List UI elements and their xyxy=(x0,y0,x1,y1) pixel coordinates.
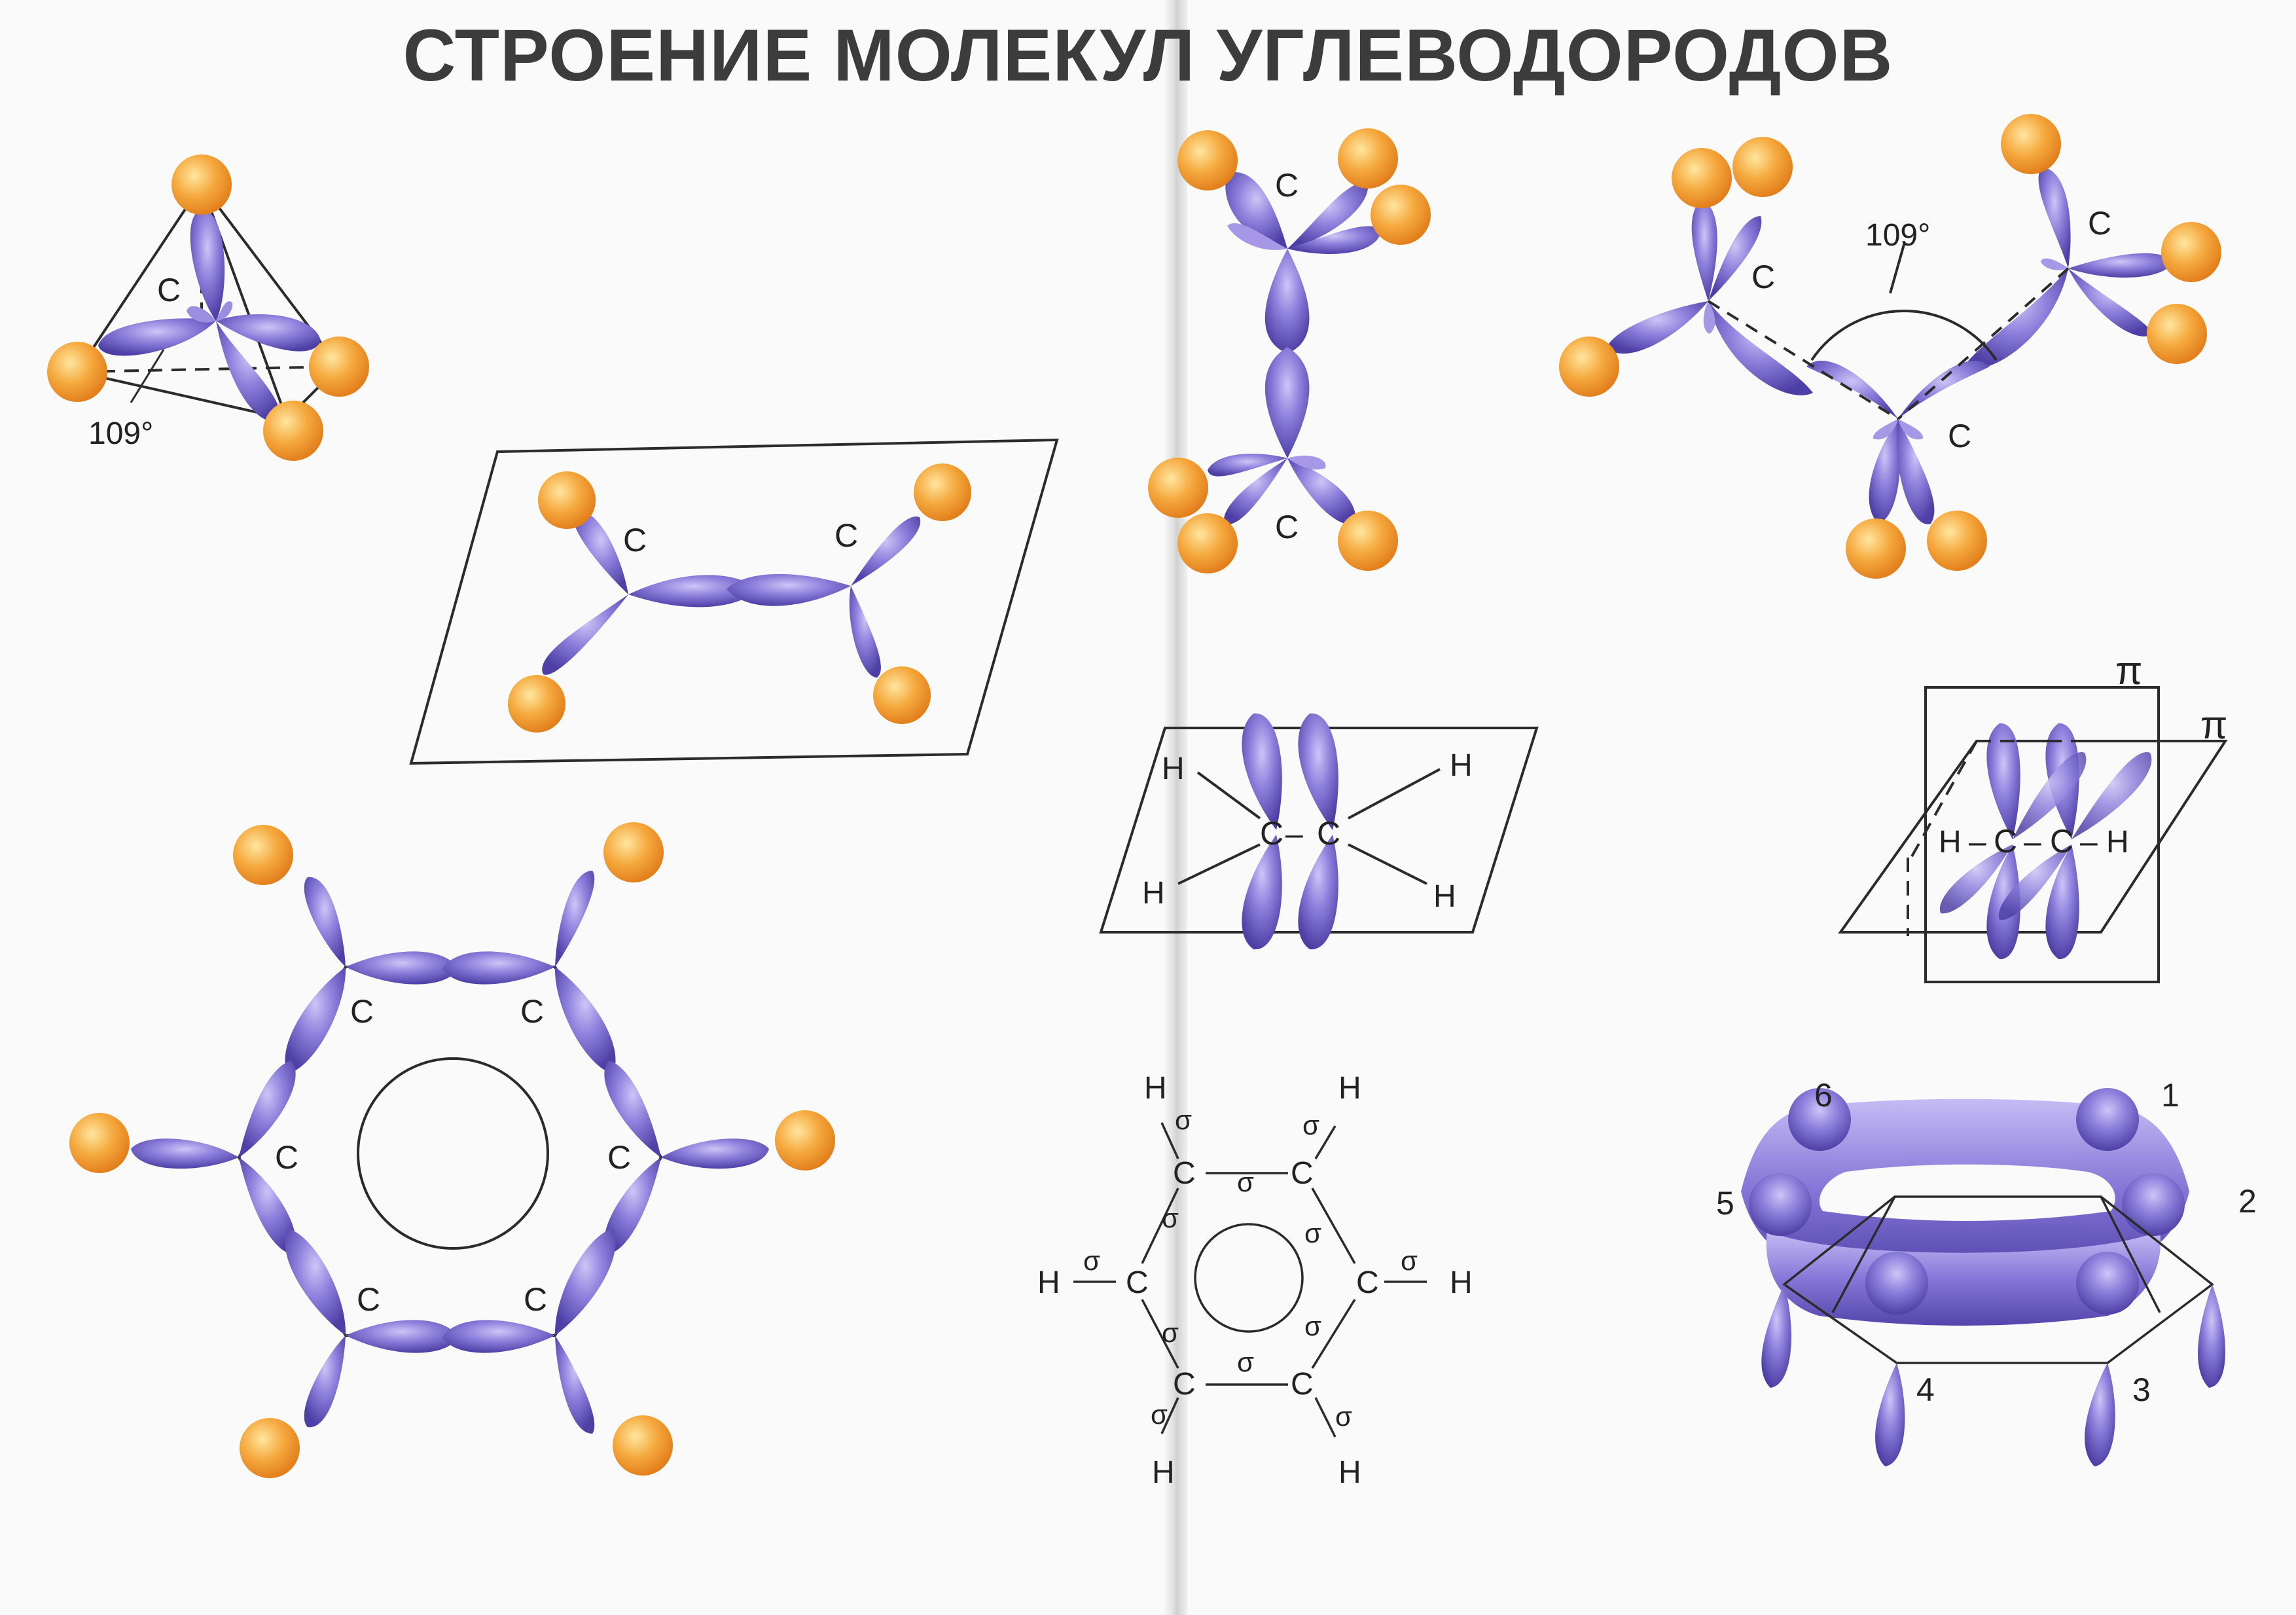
carbon-label-left: C xyxy=(623,522,647,558)
sigma-label: σ xyxy=(1151,1399,1168,1430)
hydrogen-atoms xyxy=(47,154,369,461)
hydrogen-atoms xyxy=(508,463,971,733)
hydrogen-atoms xyxy=(69,822,835,1478)
benzene-pi-cloud-diagram: 1 2 3 4 5 6 xyxy=(1716,1077,2257,1466)
carbon-label-left: C xyxy=(1751,259,1775,295)
hydrogen-atoms xyxy=(1559,114,2221,579)
carbon-label-center: C xyxy=(1948,418,1971,454)
c-label-4: C xyxy=(1291,1367,1314,1402)
ch-orbitals xyxy=(131,871,769,1434)
sigma-label: σ xyxy=(1304,1311,1321,1341)
position-label-3: 3 xyxy=(2132,1371,2151,1408)
c-label-5: C xyxy=(1173,1367,1196,1402)
h-label-bottom-left: H xyxy=(1152,1455,1175,1490)
sigma-label: σ xyxy=(1304,1218,1321,1248)
hydrogen-label-2: H xyxy=(1142,876,1165,911)
pi-cloud-ring xyxy=(1741,1088,2189,1326)
benzene-orbital-diagram: C C C C C C xyxy=(69,822,835,1478)
ethylene-sp2-diagram: C C xyxy=(409,438,1059,765)
pi-orbitals xyxy=(1242,713,1338,950)
sigma-label: σ xyxy=(1401,1245,1418,1276)
carbon-label-right: C xyxy=(1317,815,1340,852)
lower-lobes xyxy=(1761,1284,2225,1466)
skeleton-lines xyxy=(1707,242,2070,420)
ethylene-pi-diagram: H H H H C – C xyxy=(1099,713,1539,950)
c-label-1: C xyxy=(1173,1156,1196,1191)
sigma-label: σ xyxy=(1083,1245,1100,1276)
carbon-label-right: C xyxy=(834,517,858,554)
bond-label: – xyxy=(1285,817,1303,852)
carbon-label: C xyxy=(157,272,181,308)
bond-label-3: – xyxy=(2080,825,2098,860)
hydrogen-label-4: H xyxy=(1433,879,1456,914)
carbon-label-bottom: C xyxy=(1275,509,1299,545)
page-title: СТРОЕНИЕ МОЛЕКУЛ УГЛЕВОДОРОДОВ xyxy=(403,14,1893,96)
c-label-2: C xyxy=(1291,1156,1314,1191)
sp3-orbitals xyxy=(98,208,321,422)
carbon-label-1: C xyxy=(350,993,374,1030)
sigma-label: σ xyxy=(1237,1347,1254,1377)
ring-orbitals xyxy=(239,951,661,1353)
h-label-right: H xyxy=(1450,1265,1473,1300)
vertical-plane xyxy=(1924,686,2160,983)
carbon-label-left: C xyxy=(1260,815,1283,852)
hydrogen-atoms xyxy=(1148,128,1431,573)
sp3-orbitals xyxy=(1208,172,1381,525)
sp2-orbitals xyxy=(542,510,921,678)
carbon-label-2: C xyxy=(520,993,544,1030)
c-label-3: C xyxy=(1356,1265,1379,1300)
sigma-label: σ xyxy=(1335,1401,1352,1432)
ethane-diagram: C C xyxy=(1148,128,1431,573)
c-label-6: C xyxy=(1126,1265,1149,1300)
hydrogen-label-1: H xyxy=(1162,752,1185,786)
ring-bonds xyxy=(1073,1122,1427,1438)
position-label-1: 1 xyxy=(2161,1077,2179,1114)
position-label-6: 6 xyxy=(1814,1077,1833,1114)
sigma-labels: σ σ σ σ σ σ σ σ σ σ σ σ xyxy=(1083,1104,1418,1432)
benzene-sigma-diagram: H H H H H H C C C C C C σ σ σ σ σ σ σ σ … xyxy=(1037,1071,1473,1490)
pi-label-horizontal: π xyxy=(2200,703,2227,747)
h-label-top-right: H xyxy=(1338,1071,1361,1106)
h-label-bottom-right: H xyxy=(1338,1455,1361,1490)
h-label-left: H xyxy=(1037,1265,1060,1300)
pi-orbitals xyxy=(1939,723,2152,960)
sigma-label: σ xyxy=(1237,1167,1254,1197)
aromatic-ring xyxy=(1194,1223,1304,1333)
aromatic-ring xyxy=(357,1057,549,1250)
h-label-top-left: H xyxy=(1144,1071,1167,1106)
carbon-label-3: C xyxy=(275,1139,298,1176)
carbon-label-left: C xyxy=(1994,823,2017,860)
hydrogen-label-3: H xyxy=(1450,748,1473,783)
carbon-label-right: C xyxy=(2050,823,2073,860)
sigma-label: σ xyxy=(1162,1317,1179,1348)
carbon-label-4: C xyxy=(607,1139,631,1176)
angle-label: 109° xyxy=(1865,218,1930,253)
carbon-label-top: C xyxy=(1275,167,1299,204)
propane-diagram: C C C 109° xyxy=(1559,114,2221,579)
hydrogen-label-right: H xyxy=(2106,825,2129,860)
angle-label: 109° xyxy=(88,416,153,451)
carbon-label-5: C xyxy=(357,1281,380,1318)
bond-label-1: – xyxy=(1969,825,1986,860)
angle-pointer xyxy=(130,349,165,403)
plane-frame xyxy=(409,438,1059,765)
sigma-label: σ xyxy=(1175,1104,1192,1135)
sigma-label: σ xyxy=(1162,1203,1179,1233)
bond-label-2: – xyxy=(2024,825,2041,860)
position-label-4: 4 xyxy=(1916,1371,1935,1408)
sigma-label: σ xyxy=(1302,1110,1319,1140)
carbon-label-6: C xyxy=(524,1281,547,1318)
pi-label-vertical: π xyxy=(2115,649,2142,693)
acetylene-pi-diagram: H – C – C – H π π xyxy=(1838,649,2228,983)
carbon-label-right: C xyxy=(2088,205,2111,242)
ch-bond-lines xyxy=(1177,768,1441,885)
hydrogen-label-left: H xyxy=(1939,825,1962,860)
position-label-5: 5 xyxy=(1716,1185,1734,1222)
methane-diagram: C 109° xyxy=(47,154,369,461)
position-label-2: 2 xyxy=(2238,1183,2257,1220)
plane-frame xyxy=(1099,727,1539,934)
